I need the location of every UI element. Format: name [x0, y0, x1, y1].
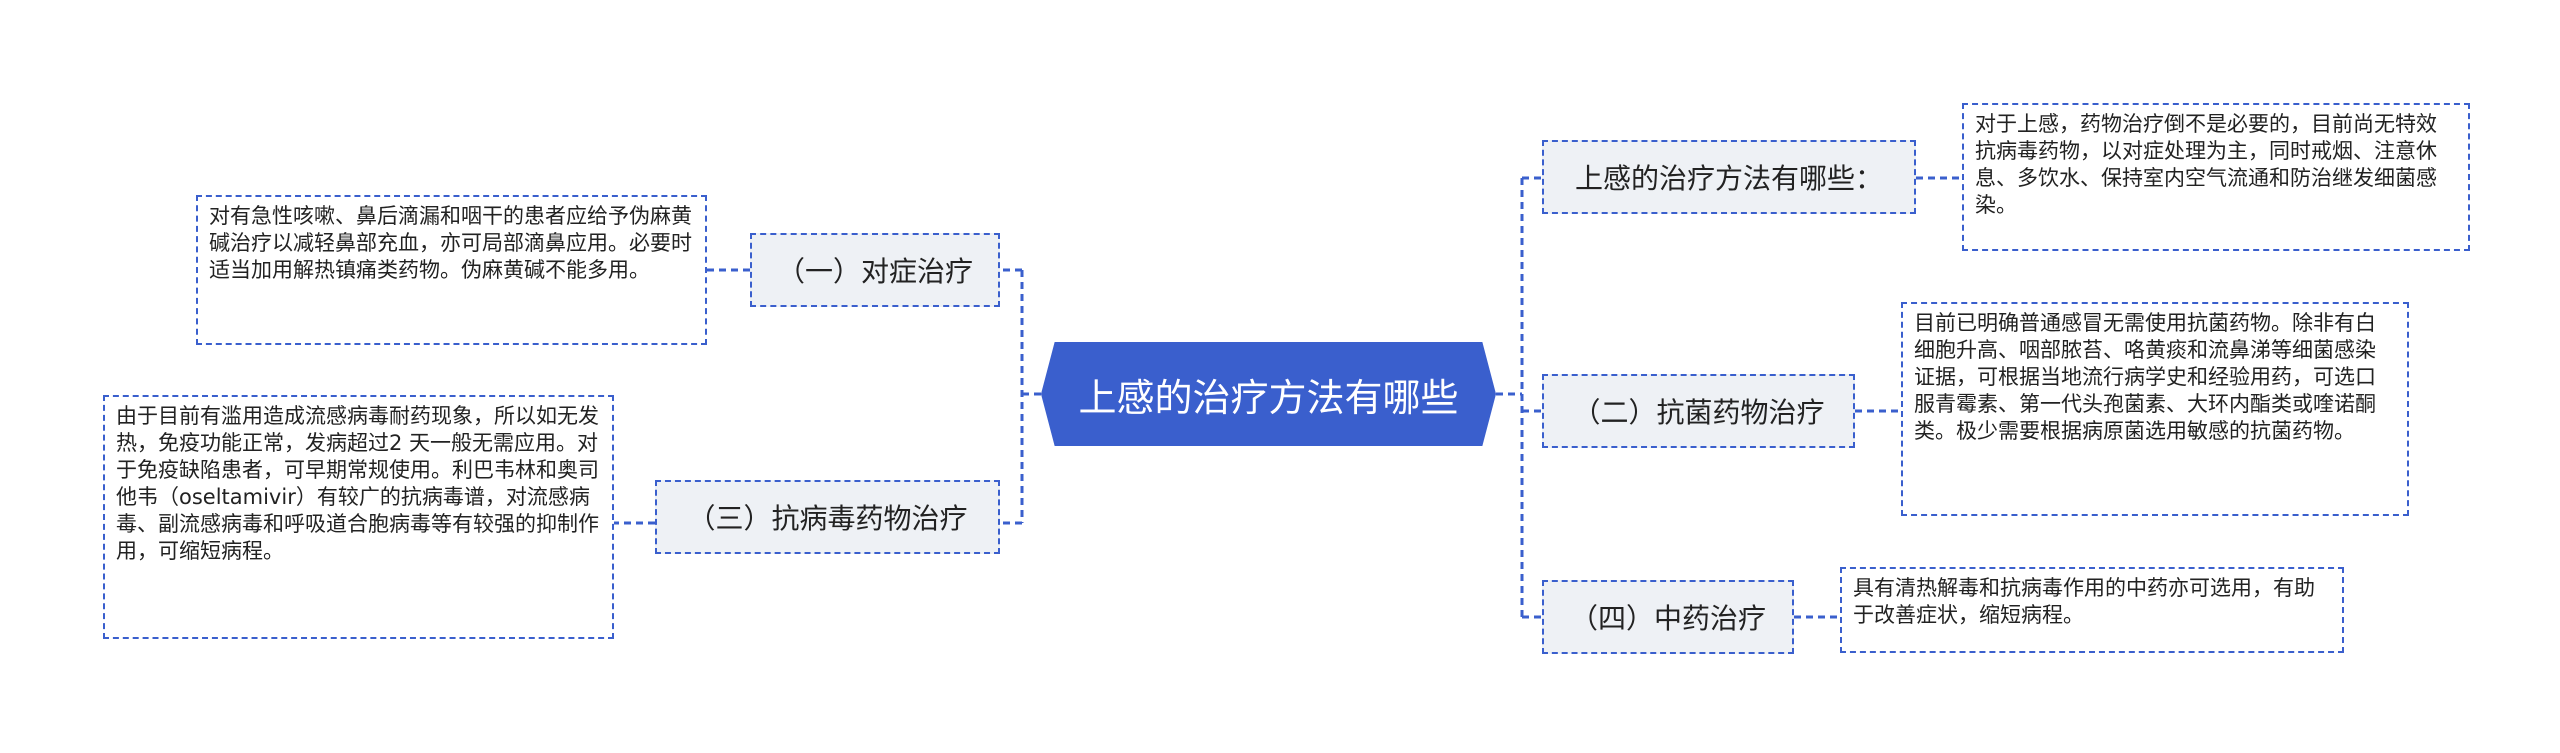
leaf-antiviral: 由于目前有滥用造成流感病毒耐药现象，所以如无发热，免疫功能正常，发病超过2 天一…	[103, 395, 614, 639]
branch-antibacterial[interactable]: （二）抗菌药物治疗	[1542, 374, 1855, 448]
leaf-tcm: 具有清热解毒和抗病毒作用的中药亦可选用，有助于改善症状，缩短病程。	[1840, 567, 2344, 653]
leaf-antibacterial: 目前已明确普通感冒无需使用抗菌药物。除非有白细胞升高、咽部脓苔、咯黄痰和流鼻涕等…	[1901, 302, 2409, 516]
branch-symptomatic[interactable]: （一）对症治疗	[750, 233, 1000, 307]
branch-methods[interactable]: 上感的治疗方法有哪些：	[1542, 140, 1916, 214]
leaf-symptomatic: 对有急性咳嗽、鼻后滴漏和咽干的患者应给予伪麻黄碱治疗以减轻鼻部充血，亦可局部滴鼻…	[196, 195, 707, 345]
leaf-methods: 对于上感，药物治疗倒不是必要的，目前尚无特效抗病毒药物，以对症处理为主，同时戒烟…	[1962, 103, 2470, 251]
branch-antiviral[interactable]: （三）抗病毒药物治疗	[655, 480, 1000, 554]
root-topic[interactable]: 上感的治疗方法有哪些	[1041, 342, 1496, 446]
branch-tcm[interactable]: （四）中药治疗	[1542, 580, 1794, 654]
